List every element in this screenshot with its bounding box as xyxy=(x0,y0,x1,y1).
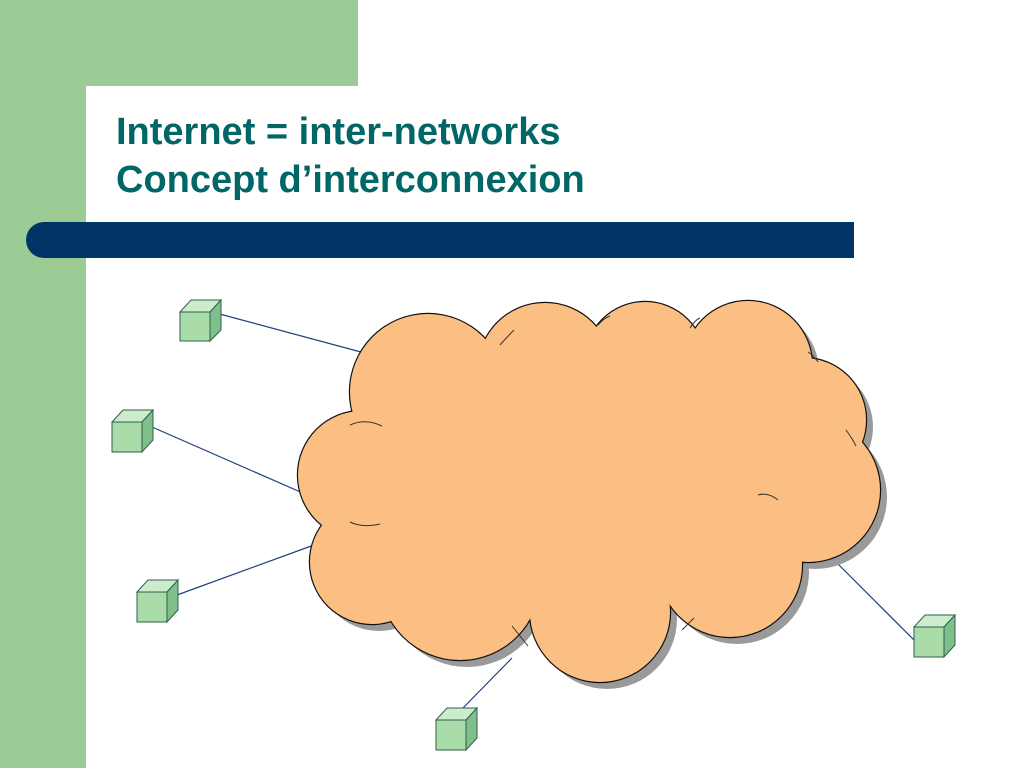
slide-title: Internet = inter-networks Concept d’inte… xyxy=(116,108,585,204)
link-5 xyxy=(460,657,513,711)
link-4 xyxy=(835,561,915,641)
link-3 xyxy=(176,544,315,596)
network-node-2 xyxy=(110,408,155,454)
network-node-3 xyxy=(135,578,180,624)
network-node-1 xyxy=(178,298,223,343)
link-2 xyxy=(151,426,306,495)
cloud-fill xyxy=(298,301,880,682)
cloud-inner-lines xyxy=(349,315,857,647)
decor-green-top xyxy=(0,0,358,86)
decor-rounded-corner xyxy=(86,86,166,166)
title-line-2: Concept d’interconnexion xyxy=(116,159,585,201)
title-underline-bar xyxy=(26,222,854,258)
network-node-5 xyxy=(434,706,479,752)
network-node-4 xyxy=(912,613,957,659)
links xyxy=(151,312,915,711)
title-line-1: Internet = inter-networks xyxy=(116,111,561,153)
link-1 xyxy=(215,312,373,356)
decor-green-left xyxy=(0,0,86,768)
